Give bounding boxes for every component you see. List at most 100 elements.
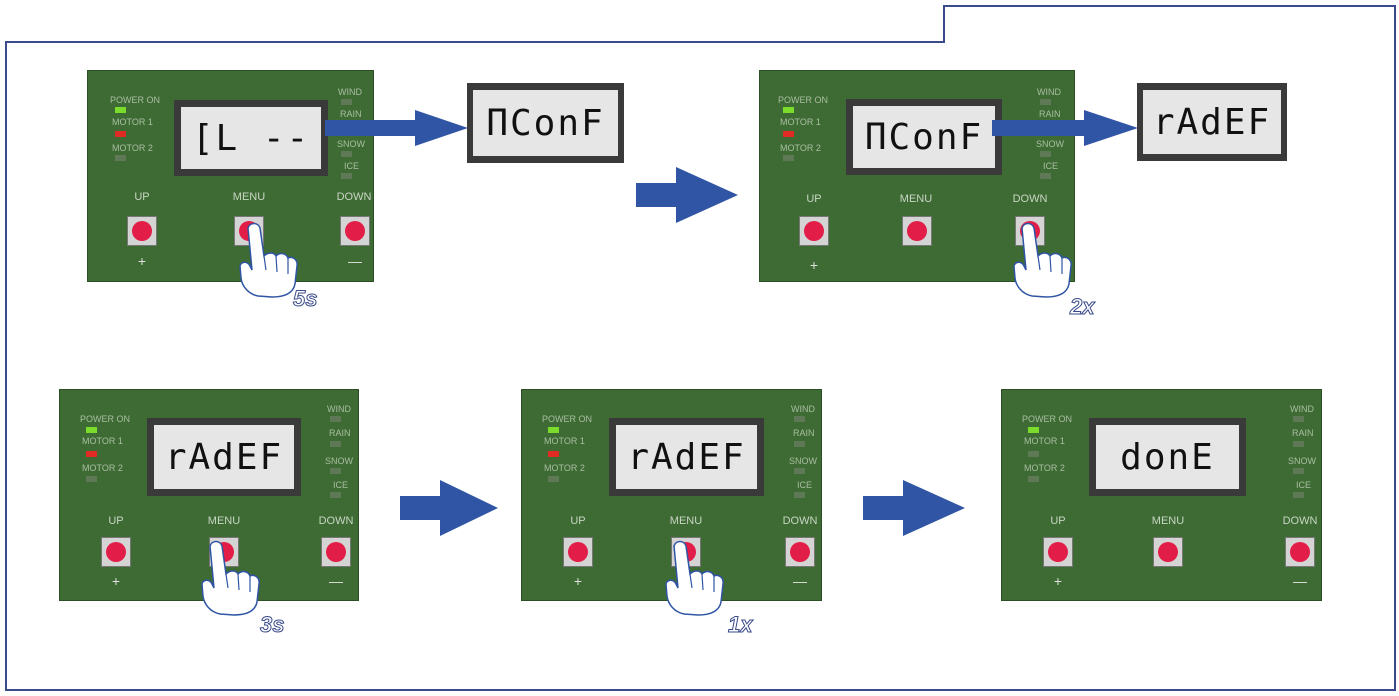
snow-label: SNOW <box>1036 139 1064 149</box>
up-label: UP <box>570 515 586 527</box>
power-on-label: POWER ON <box>778 95 829 105</box>
motor1-label: MOTOR 1 <box>544 436 585 446</box>
lcd-display: ΠConF <box>846 99 1002 175</box>
plus-sign: + <box>137 253 147 269</box>
control-board-5: POWER ON MOTOR 1 MOTOR 2 WIND RAIN SNOW … <box>1001 389 1322 601</box>
wind-label: WIND <box>327 404 351 414</box>
down-button[interactable] <box>340 216 370 246</box>
snow-led <box>1293 468 1304 474</box>
motor1-label: MOTOR 1 <box>112 117 153 127</box>
plus-sign: + <box>573 573 583 589</box>
down-label: DOWN <box>1012 193 1048 205</box>
power-on-label: POWER ON <box>110 95 161 105</box>
up-label: UP <box>806 193 822 205</box>
lcd-text: [L -- <box>181 107 321 169</box>
minus-sign: — <box>348 253 362 269</box>
up-label: UP <box>108 515 124 527</box>
motor2-label: MOTOR 2 <box>82 463 123 473</box>
ice-label: ICE <box>333 480 349 490</box>
wind-led <box>1040 99 1051 105</box>
ice-label: ICE <box>797 480 813 490</box>
pointing-hand-icon <box>239 222 298 298</box>
rain-led <box>330 441 341 447</box>
up-button[interactable] <box>101 537 131 567</box>
plus-sign: + <box>1053 573 1063 589</box>
motor2-label: MOTOR 2 <box>112 143 153 153</box>
motor1-led <box>86 451 97 457</box>
menu-button[interactable] <box>902 216 932 246</box>
wind-led <box>1293 416 1304 422</box>
motor2-led <box>1028 476 1039 482</box>
ice-led <box>341 173 352 179</box>
motor1-label: MOTOR 1 <box>82 436 123 446</box>
lcd-display: [L -- <box>174 100 328 176</box>
popup-text: ΠConF <box>473 90 618 156</box>
rain-label: RAIN <box>1292 428 1314 438</box>
snow-led <box>794 468 805 474</box>
up-button[interactable] <box>127 216 157 246</box>
up-button[interactable] <box>1043 537 1073 567</box>
down-label: DOWN <box>318 515 354 527</box>
hold-duration-note: 5s <box>292 286 318 312</box>
motor1-led <box>115 131 126 137</box>
wind-led <box>341 99 352 105</box>
pointing-hand-icon <box>665 540 724 616</box>
power-on-label: POWER ON <box>542 414 593 424</box>
hold-duration-note: 3s <box>259 612 285 638</box>
motor1-label: MOTOR 1 <box>780 117 821 127</box>
menu-label: MENU <box>1151 515 1185 527</box>
arrow-right-icon <box>636 167 738 223</box>
lcd-display: rAdEF <box>147 418 301 496</box>
lcd-text: ΠConF <box>853 106 995 168</box>
motor1-label: MOTOR 1 <box>1024 436 1065 446</box>
menu-label: MENU <box>899 193 933 205</box>
down-button[interactable] <box>321 537 351 567</box>
up-button[interactable] <box>563 537 593 567</box>
ice-label: ICE <box>1296 480 1312 490</box>
snow-led <box>1040 151 1051 157</box>
popup-text: rAdEF <box>1143 90 1281 154</box>
arrow-right-icon <box>400 480 498 536</box>
motor1-led <box>1028 451 1039 457</box>
wind-led <box>794 416 805 422</box>
lcd-text: rAdEF <box>616 425 757 489</box>
minus-sign: — <box>793 573 807 589</box>
motor1-led <box>783 131 794 137</box>
lcd-display: donE <box>1089 418 1246 496</box>
rain-label: RAIN <box>793 428 815 438</box>
menu-button[interactable] <box>1153 537 1183 567</box>
snow-led <box>330 468 341 474</box>
menu-label: MENU <box>207 515 241 527</box>
down-label: DOWN <box>336 191 372 203</box>
arrow-right-icon <box>325 110 468 146</box>
popup-display-1: ΠConF <box>467 83 624 163</box>
motor2-led <box>548 476 559 482</box>
wind-led <box>330 416 341 422</box>
control-board-2: POWER ON MOTOR 1 MOTOR 2 WIND RAIN SNOW … <box>759 70 1075 282</box>
up-label: UP <box>1050 515 1066 527</box>
motor2-label: MOTOR 2 <box>780 143 821 153</box>
snow-label: SNOW <box>789 456 817 466</box>
pointing-hand-icon <box>201 540 260 616</box>
ice-led <box>1293 492 1304 498</box>
arrow-right-icon <box>863 480 965 536</box>
lcd-display: rAdEF <box>609 418 764 496</box>
up-button[interactable] <box>799 216 829 246</box>
rain-led <box>1293 441 1304 447</box>
ice-led <box>1040 173 1051 179</box>
wind-label: WIND <box>791 404 815 414</box>
title-tab <box>5 5 945 43</box>
rain-label: RAIN <box>340 109 362 119</box>
down-label: DOWN <box>1282 515 1318 527</box>
press-count-note: 2x <box>1069 294 1095 320</box>
snow-label: SNOW <box>1288 456 1316 466</box>
snow-label: SNOW <box>337 139 365 149</box>
down-button[interactable] <box>785 537 815 567</box>
down-label: DOWN <box>782 515 818 527</box>
down-button[interactable] <box>1285 537 1315 567</box>
menu-label: MENU <box>669 515 703 527</box>
rain-label: RAIN <box>1039 109 1061 119</box>
popup-display-2: rAdEF <box>1137 83 1287 161</box>
up-label: UP <box>134 191 150 203</box>
minus-sign: — <box>329 573 343 589</box>
